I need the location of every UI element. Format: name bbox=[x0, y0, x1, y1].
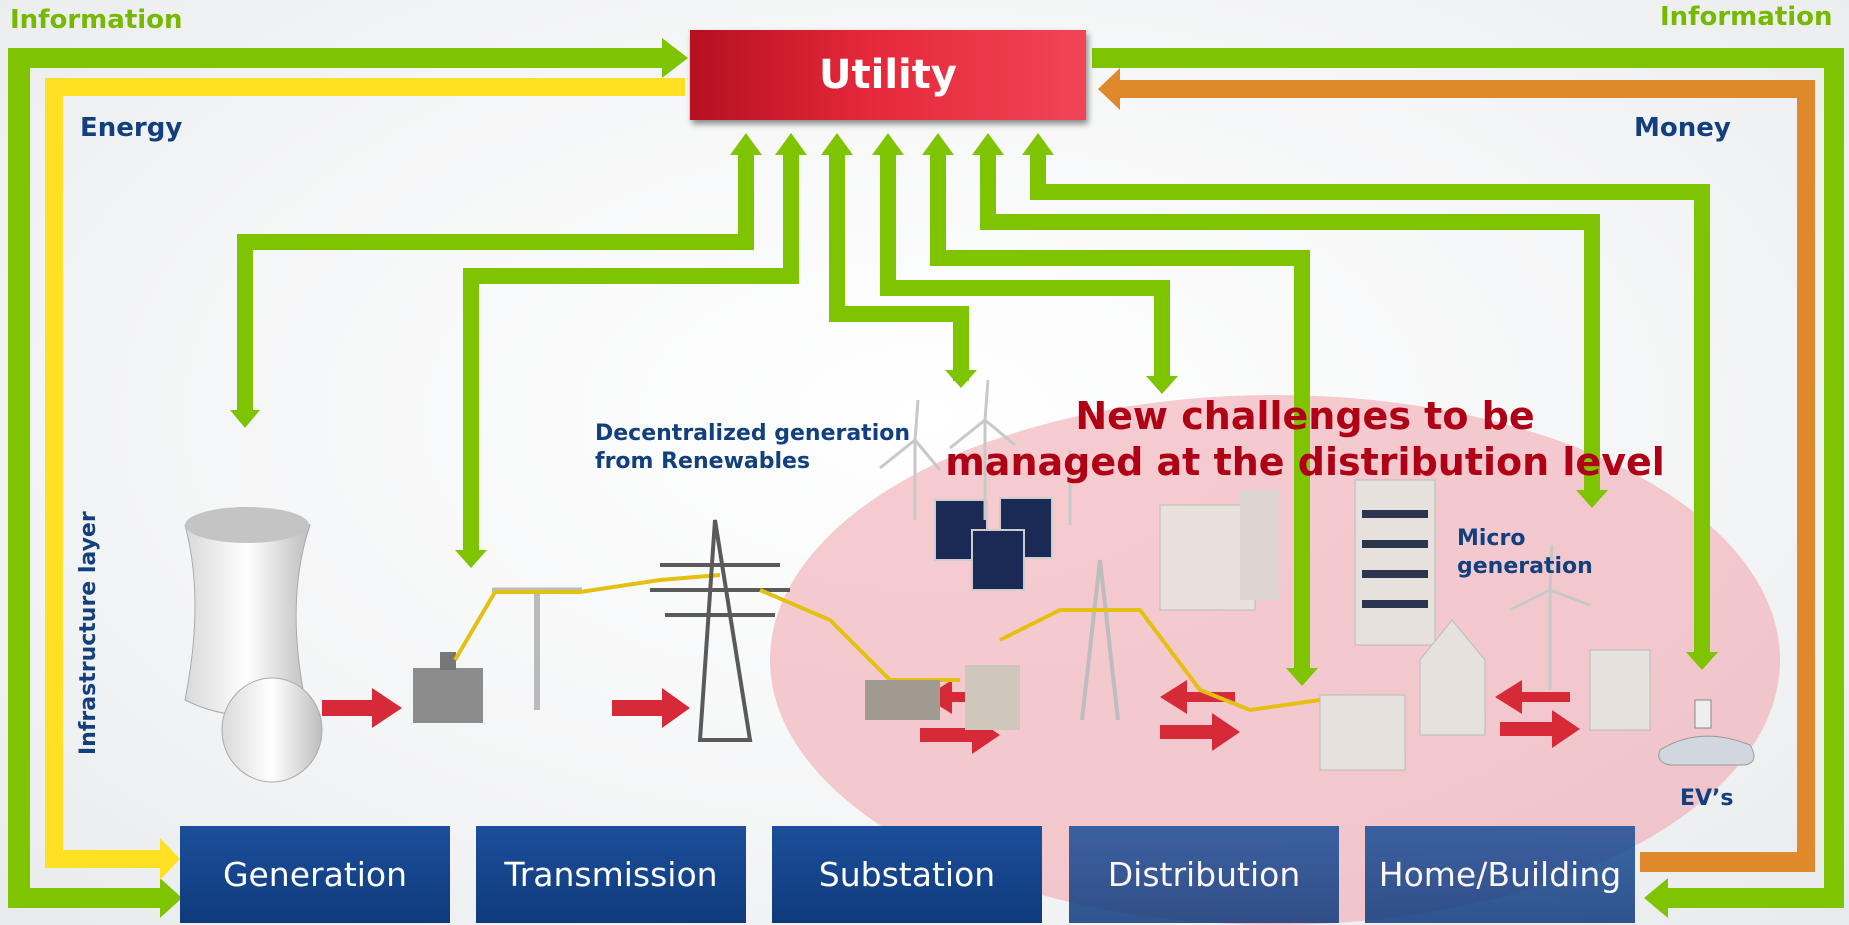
challenge-line-1: New challenges to be bbox=[1075, 394, 1535, 438]
micro-line-2: generation bbox=[1457, 554, 1593, 579]
energy-label: Energy bbox=[80, 113, 183, 143]
challenge-callout: New challenges to be managed at the dist… bbox=[925, 393, 1685, 485]
information-label-right: Information bbox=[1660, 2, 1833, 32]
utility-box: Utility bbox=[690, 30, 1086, 120]
challenge-line-2: managed at the distribution level bbox=[945, 440, 1665, 484]
information-loop-right bbox=[1092, 48, 1844, 918]
power-flow-arrows bbox=[322, 680, 1580, 754]
decentralized-generation-label: Decentralized generation from Renewables bbox=[595, 420, 910, 476]
information-arrows-internal bbox=[230, 133, 1718, 686]
energy-loop bbox=[45, 78, 685, 880]
tier-distribution: Distribution bbox=[1069, 826, 1339, 923]
information-label-left: Information bbox=[10, 5, 183, 35]
infrastructure-layer-label: Infrastructure layer bbox=[76, 511, 101, 755]
money-label: Money bbox=[1634, 113, 1731, 143]
evs-label: EV’s bbox=[1680, 786, 1734, 811]
grid-equipment-illustration bbox=[413, 379, 1755, 771]
micro-generation-label: Micro generation bbox=[1457, 525, 1593, 581]
tier-home-building: Home/Building bbox=[1365, 826, 1635, 923]
decentralized-line-2: from Renewables bbox=[595, 449, 811, 474]
decentralized-line-1: Decentralized generation bbox=[595, 421, 911, 446]
information-loop-left bbox=[8, 38, 688, 918]
micro-line-1: Micro bbox=[1457, 526, 1526, 551]
tier-substation: Substation bbox=[772, 826, 1042, 923]
tier-generation: Generation bbox=[180, 826, 450, 923]
tier-transmission: Transmission bbox=[476, 826, 746, 923]
money-loop bbox=[1098, 68, 1815, 872]
cooling-tower-illustration bbox=[184, 507, 323, 783]
